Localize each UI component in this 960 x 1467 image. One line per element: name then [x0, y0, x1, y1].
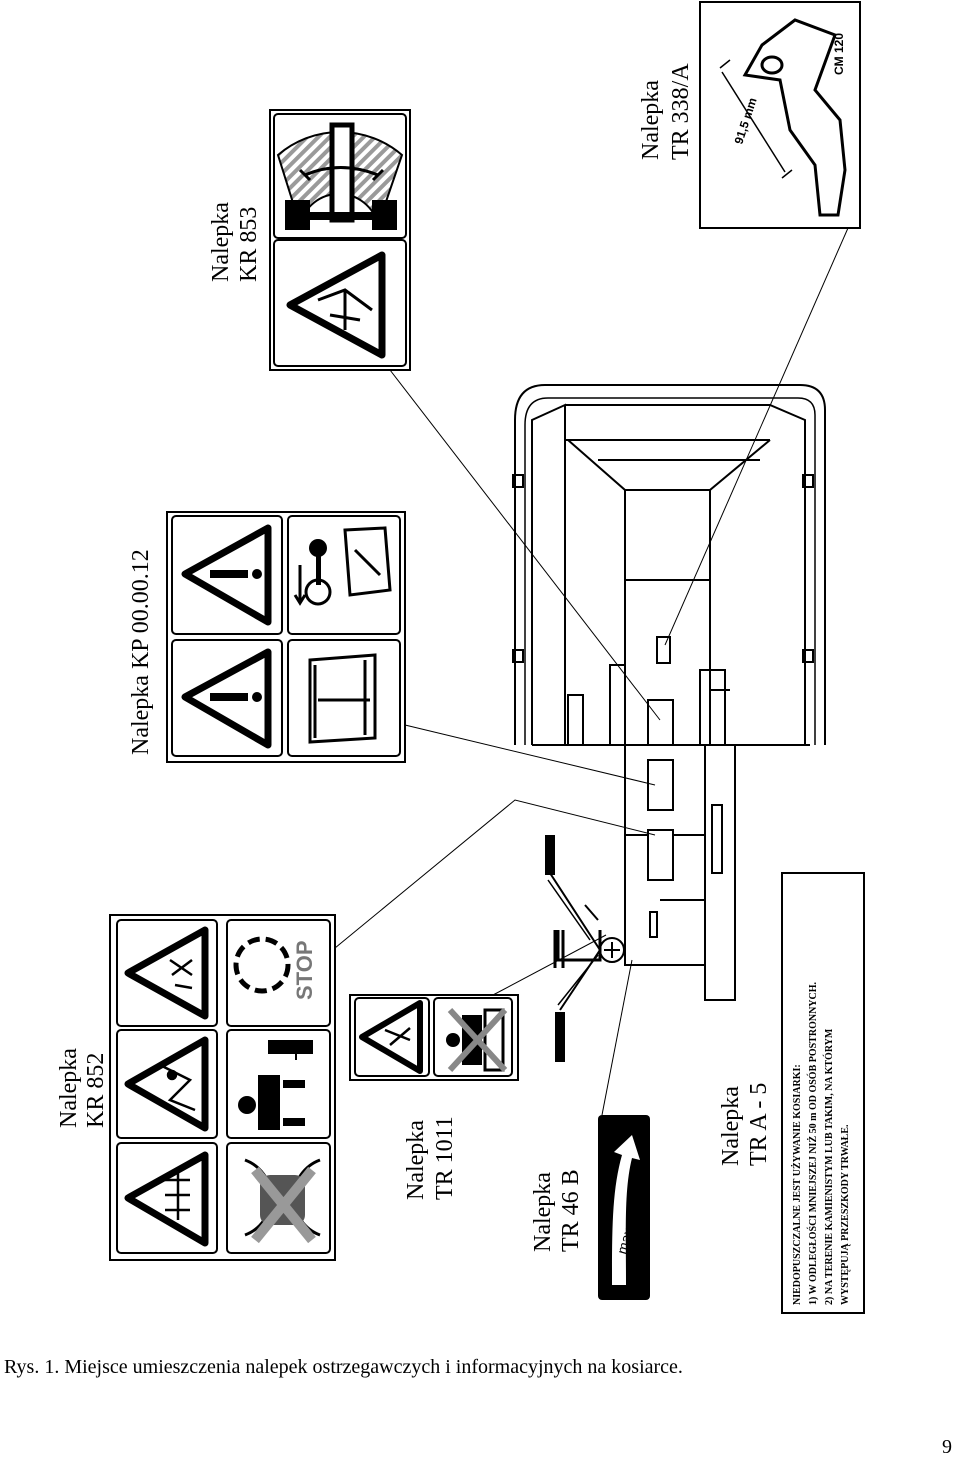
label-kr852: Nalepka KR 852 — [56, 1048, 109, 1128]
leader-tr46b — [601, 959, 633, 1116]
blade-model-text: CM 120 — [832, 33, 846, 75]
figure-caption: Rys. 1. Miejsce umieszczenia nalepek ost… — [4, 1356, 683, 1378]
page-number: 9 — [942, 1436, 952, 1458]
sticker-location-tr1011 — [649, 911, 658, 938]
leader-kp — [404, 724, 656, 786]
label-kp-00-00-12: Nalepka KP 00.00.12 — [128, 549, 154, 755]
sticker-kp-00-00-12 — [166, 511, 406, 763]
service-manual-icon — [343, 526, 392, 597]
leader-tr1011 — [492, 934, 607, 996]
sticker-kr853 — [269, 109, 411, 371]
leader-kr852 — [334, 799, 656, 949]
blade-shape-icon — [742, 18, 847, 217]
sticker-kr852: STOP — [109, 914, 336, 1261]
label-kr853-line2: KR 853 — [236, 207, 262, 282]
label-kr853: Nalepka KR 853 — [208, 202, 262, 282]
keep-hands-away-rotating-icon — [244, 1158, 321, 1244]
blade-icon — [384, 1027, 411, 1046]
remove-key-icon — [293, 539, 332, 606]
label-tra5-line2: TR A - 5 — [746, 1083, 772, 1166]
read-manual-icon — [308, 653, 377, 744]
hand-cut-icon — [169, 958, 193, 990]
warning-line-3: 2) NA TERENIE KAMIENISTYM LUB TAKIM, NA … — [823, 1028, 835, 1305]
sticker-location-kr852 — [647, 829, 674, 881]
label-kr852-line1: Nalepka — [56, 1048, 82, 1128]
warning-line-1: NIEDOPUSZCZALNE JEST UŻYWANIE KOSIARKI: — [791, 1064, 803, 1305]
label-tr338a-line1: Nalepka — [638, 80, 664, 160]
stop-rotation-icon: STOP — [233, 936, 317, 1000]
warning-line-2: 1) W ODLEGŁOŚCI MNIEJSZEJ NIŻ 50 m OD OS… — [807, 981, 819, 1305]
warning-triangle-icon — [124, 926, 209, 1020]
keep-distance-person-icon — [238, 1040, 313, 1130]
label-tra5-line1: Nalepka — [718, 1086, 744, 1166]
exclamation-icon — [210, 569, 262, 702]
sticker-location-kr853 — [647, 759, 674, 811]
sticker-tra5: NIEDOPUSZCZALNE JEST UŻYWANIE KOSIARKI: … — [781, 872, 865, 1314]
label-tra5: Nalepka TR A - 5 — [718, 1083, 772, 1166]
leader-kr853 — [389, 369, 661, 721]
sticker-tr338a: 91,5 mm CM 120 — [699, 1, 861, 229]
mower-body — [512, 384, 826, 1062]
label-kr852-line2: KR 852 — [83, 1053, 109, 1128]
pto-shaft-entanglement-icon — [165, 1172, 190, 1220]
warning-triangle-icon — [124, 1151, 209, 1247]
warning-triangle-icon — [181, 524, 272, 626]
sticker-location-tra5 — [711, 804, 723, 874]
label-tr1011: Nalepka TR 1011 — [403, 1116, 458, 1200]
warning-triangle-icon — [124, 1036, 209, 1132]
label-kr853-line1: Nalepka — [208, 202, 234, 282]
warning-line-4: WYSTĘPUJĄ PRZESZKODY TRWAŁE. — [840, 1124, 851, 1305]
sticker-tr1011 — [349, 994, 519, 1081]
swing-zone-icon — [276, 122, 404, 230]
leader-lines — [334, 227, 849, 1116]
label-tr1011-line1: Nalepka — [403, 1120, 429, 1200]
sticker-location-kp — [647, 699, 674, 746]
sticker-tr46b: max. 540/min — [598, 1115, 652, 1300]
label-tr338a-line2: TR 338/A — [668, 63, 694, 160]
warning-triangle-icon — [359, 1000, 423, 1074]
stop-text: STOP — [292, 940, 317, 1000]
label-tr1011-line2: TR 1011 — [432, 1116, 458, 1200]
label-tr46b-line2: TR 46 B — [558, 1169, 584, 1252]
rotation-arrow-icon — [612, 1135, 640, 1285]
crushing-arm-icon — [317, 288, 373, 330]
leader-tr338a — [664, 227, 849, 646]
label-tr46b-line1: Nalepka — [530, 1172, 556, 1252]
label-tr46b: Nalepka TR 46 B — [530, 1169, 584, 1252]
warning-triangle-icon — [181, 648, 272, 749]
warning-triangle-icon — [286, 251, 386, 359]
thrown-objects-icon — [159, 1063, 196, 1112]
label-tr338a: Nalepka TR 338/A — [638, 63, 694, 160]
sticker-location-tr338a — [656, 636, 671, 664]
no-riding-person-icon — [446, 1007, 508, 1073]
